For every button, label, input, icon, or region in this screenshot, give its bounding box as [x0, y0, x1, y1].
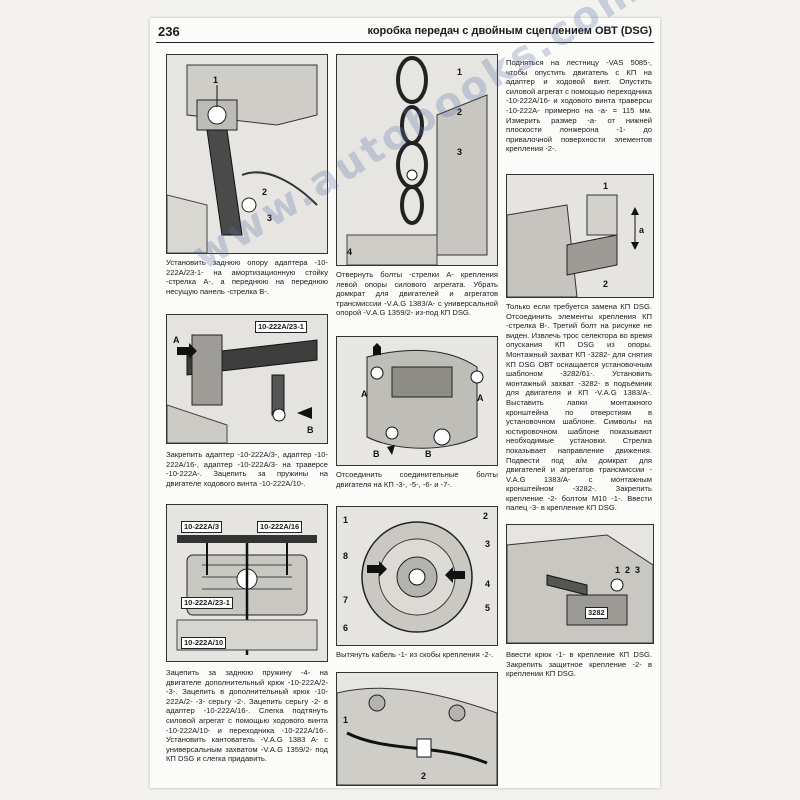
- label-3: 3: [267, 213, 272, 223]
- manual-page: 236 коробка передач с двойным сцеплением…: [150, 18, 660, 788]
- arrow-label-a3: A: [477, 393, 484, 403]
- page-number: 236: [158, 24, 180, 39]
- tool-label-3282: 3282: [585, 607, 608, 619]
- paragraph-2: Закрепить адаптер -10-222A/3-, адаптер -…: [166, 450, 328, 488]
- label-1: 1: [213, 75, 218, 85]
- tool-label-23-1: 10-222A/23-1: [255, 321, 307, 333]
- label-3b: 3: [457, 147, 462, 157]
- figure-adapter-front: A B 10-222A/23-1: [166, 314, 328, 444]
- label-1d: 1: [343, 715, 348, 725]
- paragraph-5: Отсоединить соединительные болты двигате…: [336, 470, 498, 489]
- label-1f: 1: [615, 565, 620, 575]
- paragraph-8: Только если требуется замена КП DSG. Отс…: [506, 302, 652, 513]
- label-6c: 6: [343, 623, 348, 633]
- label-2f: 2: [625, 565, 630, 575]
- figure-cable: 1 2: [336, 672, 498, 786]
- label-4b: 4: [347, 247, 352, 257]
- tool-label-23-1b: 10-222A/23-1: [181, 597, 233, 609]
- arrow-label-a: A: [173, 335, 180, 345]
- label-1e: 1: [603, 181, 608, 191]
- label-7c: 7: [343, 595, 348, 605]
- figure-measure-a: a 1 2: [506, 174, 654, 298]
- label-2e: 2: [603, 279, 608, 289]
- label-3c: 3: [485, 539, 490, 549]
- arrow-label-b2: B: [373, 449, 380, 459]
- figure-transmission-bolts: 1 2 3 4 5 6 7 8: [336, 506, 498, 646]
- figure-chain-hook: 1 2 3 4: [336, 54, 498, 266]
- arrow-label-a2: A: [361, 389, 368, 399]
- paragraph-7: Подняться на лестницу -VAS 5085-, чтобы …: [506, 58, 652, 154]
- arrow-label-b3: B: [425, 449, 432, 459]
- label-4c: 4: [485, 579, 490, 589]
- figure-left-mount: A A B B: [336, 336, 498, 466]
- label-1c: 1: [343, 515, 348, 525]
- figure-rear-support: 1 2 3: [166, 54, 328, 254]
- label-2c: 2: [483, 511, 488, 521]
- label-8c: 8: [343, 551, 348, 561]
- paragraph-3: Зацепить за заднюю пружину -4- на двигат…: [166, 668, 328, 764]
- arrow-label-b: B: [307, 425, 314, 435]
- tool-label-16: 10-222A/16: [257, 521, 303, 533]
- tool-label-10: 10-222A/10: [181, 637, 227, 649]
- figure-traverse: 10-222A/3 10-222A/16 10-222A/23-1 10-222…: [166, 504, 328, 662]
- tool-label-3: 10-222A/3: [181, 521, 223, 533]
- label-5c: 5: [485, 603, 490, 613]
- paragraph-9: Ввести крюк -1- в крепление КП DSG. Закр…: [506, 650, 652, 679]
- label-2b: 2: [457, 107, 462, 117]
- paragraph-6: Вытянуть кабель -1- из скобы крепления -…: [336, 650, 494, 659]
- page-header: 236 коробка передач с двойным сцеплением…: [156, 24, 654, 43]
- dimension-a: a: [639, 225, 645, 235]
- figure-mounting-3282: 1 2 3 3282: [506, 524, 654, 644]
- label-2d: 2: [421, 771, 426, 781]
- label-3f: 3: [635, 565, 640, 575]
- label-1b: 1: [457, 67, 462, 77]
- page-title: коробка передач с двойным сцеплением ОВТ…: [367, 25, 652, 37]
- paragraph-4: Отвернуть болты -стрелки A- крепления ле…: [336, 270, 498, 318]
- label-2: 2: [262, 187, 267, 197]
- paragraph-1: Установить заднюю опору адаптера -10-222…: [166, 258, 328, 296]
